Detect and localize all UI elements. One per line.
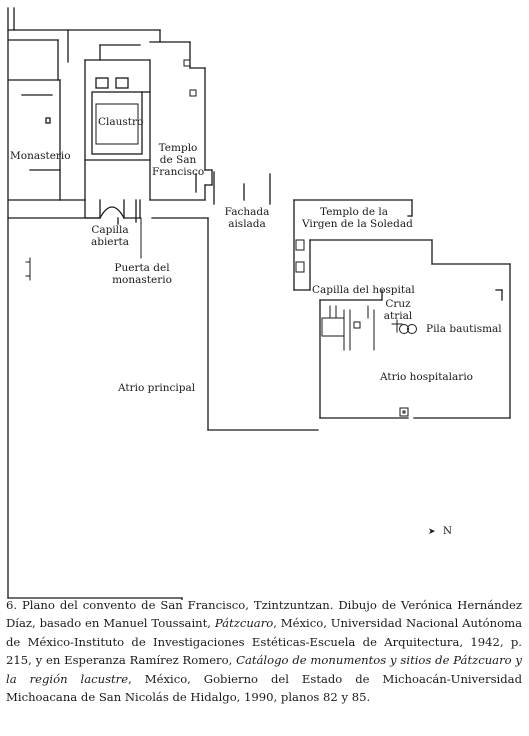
convent-floor-plan xyxy=(7,7,511,600)
pila-bautismal xyxy=(399,324,417,334)
north-indicator: ➤ N xyxy=(428,525,452,538)
label-cruz-atrial: Cruz atrial xyxy=(383,298,413,322)
hospital-complex xyxy=(293,199,511,419)
label-atrio-principal: Atrio principal xyxy=(118,382,196,394)
label-puerta-monasterio: Puerta del monasterio xyxy=(112,262,172,286)
label-templo-virgen-soledad: Templo de la Virgen de la Soledad xyxy=(302,206,413,230)
figure-caption: 6. Plano del convento de San Francisco, … xyxy=(6,596,522,706)
atrio-hospitalario-detail xyxy=(399,407,409,417)
label-pila-bautismal: Pila bautismal xyxy=(426,323,502,335)
north-letter: N xyxy=(442,525,453,537)
caption-text-1: 6. Plano del convento de San Francisco, … xyxy=(6,598,522,631)
templo-san-francisco xyxy=(149,29,213,201)
north-arrow-icon: ➤ xyxy=(428,527,436,537)
caption-text-3: , México, Gobierno del Estado de Michoac… xyxy=(6,671,522,705)
capilla-abierta xyxy=(84,199,141,225)
label-capilla-abierta: Capilla abierta xyxy=(90,224,130,248)
fachada-aislada xyxy=(213,171,271,205)
caption-italic-patzcuaro: Pátzcuaro xyxy=(214,616,274,631)
label-capilla-hospital: Capilla del hospital xyxy=(312,284,415,296)
niche xyxy=(25,257,31,281)
label-templo-san-francisco: Templo de San Francisco xyxy=(152,142,205,178)
claustro xyxy=(84,59,151,201)
cruz-atrial xyxy=(391,319,403,333)
label-atrio-hospitalario: Atrio hospitalario xyxy=(380,371,474,383)
atrio-principal-wall xyxy=(7,7,319,600)
label-fachada-aislada: Fachada aislada xyxy=(224,206,270,230)
monasterio-block xyxy=(7,7,161,201)
caption-italic-catalogo: Catálogo de monumentos y sitios de Pátzc… xyxy=(6,653,522,686)
capilla-hospital-interior xyxy=(321,305,375,351)
label-monasterio: Monasterio xyxy=(10,150,71,162)
label-claustro: Claustro xyxy=(98,116,144,128)
caption-text-2: , México, Universidad Nacional Autónoma … xyxy=(6,616,522,668)
